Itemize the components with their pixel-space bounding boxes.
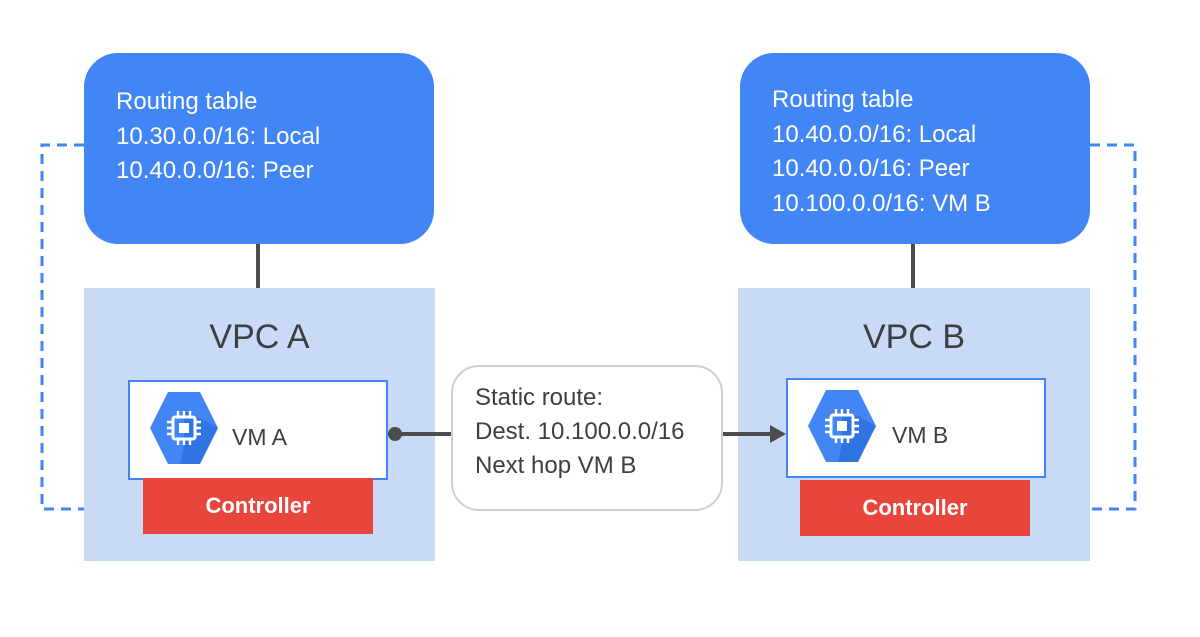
vpc-a-title: VPC A: [209, 318, 310, 356]
right-routing-entry: 10.100.0.0/16: VM B: [772, 189, 991, 217]
static-route-box: Static route: Dest. 10.100.0.0/16 Next h…: [451, 365, 723, 511]
vm-b-box[interactable]: VM B: [786, 378, 1046, 478]
right-dashed-loop: [1048, 143, 1137, 511]
vpc-b: VPC B VM B Controller: [738, 288, 1090, 561]
right-routing-entry: 10.40.0.0/16: Peer: [772, 155, 970, 182]
static-route-line: Next hop VM B: [475, 452, 637, 479]
right-controller[interactable]: Controller: [800, 480, 1030, 536]
vm-a-chip-icon: [150, 392, 218, 464]
left-routing-entry: 10.40.0.0/16: Peer: [116, 157, 314, 184]
left-routing-table: Routing table 10.30.0.0/16: Local 10.40.…: [84, 53, 434, 244]
static-route-line: Dest. 10.100.0.0/16: [475, 418, 685, 445]
right-routing-table: Routing table 10.40.0.0/16: Local 10.40.…: [740, 53, 1090, 244]
left-controller[interactable]: Controller: [143, 478, 373, 534]
vm-a-box[interactable]: VM A: [128, 380, 388, 480]
vpc-a: VPC A VM A Controller: [84, 288, 435, 561]
right-routing-title: Routing table: [772, 86, 914, 113]
vm-b-label: VM B: [892, 422, 949, 448]
left-routing-title: Routing table: [116, 88, 258, 115]
left-routing-entry: 10.30.0.0/16: Local: [116, 122, 321, 150]
vm-b-chip-icon: [808, 390, 876, 462]
vpc-b-title: VPC B: [862, 318, 966, 356]
static-route-line: Static route:: [475, 384, 604, 411]
right-routing-entry: 10.40.0.0/16: Local: [772, 120, 977, 148]
vm-a-label: VM A: [232, 424, 287, 450]
